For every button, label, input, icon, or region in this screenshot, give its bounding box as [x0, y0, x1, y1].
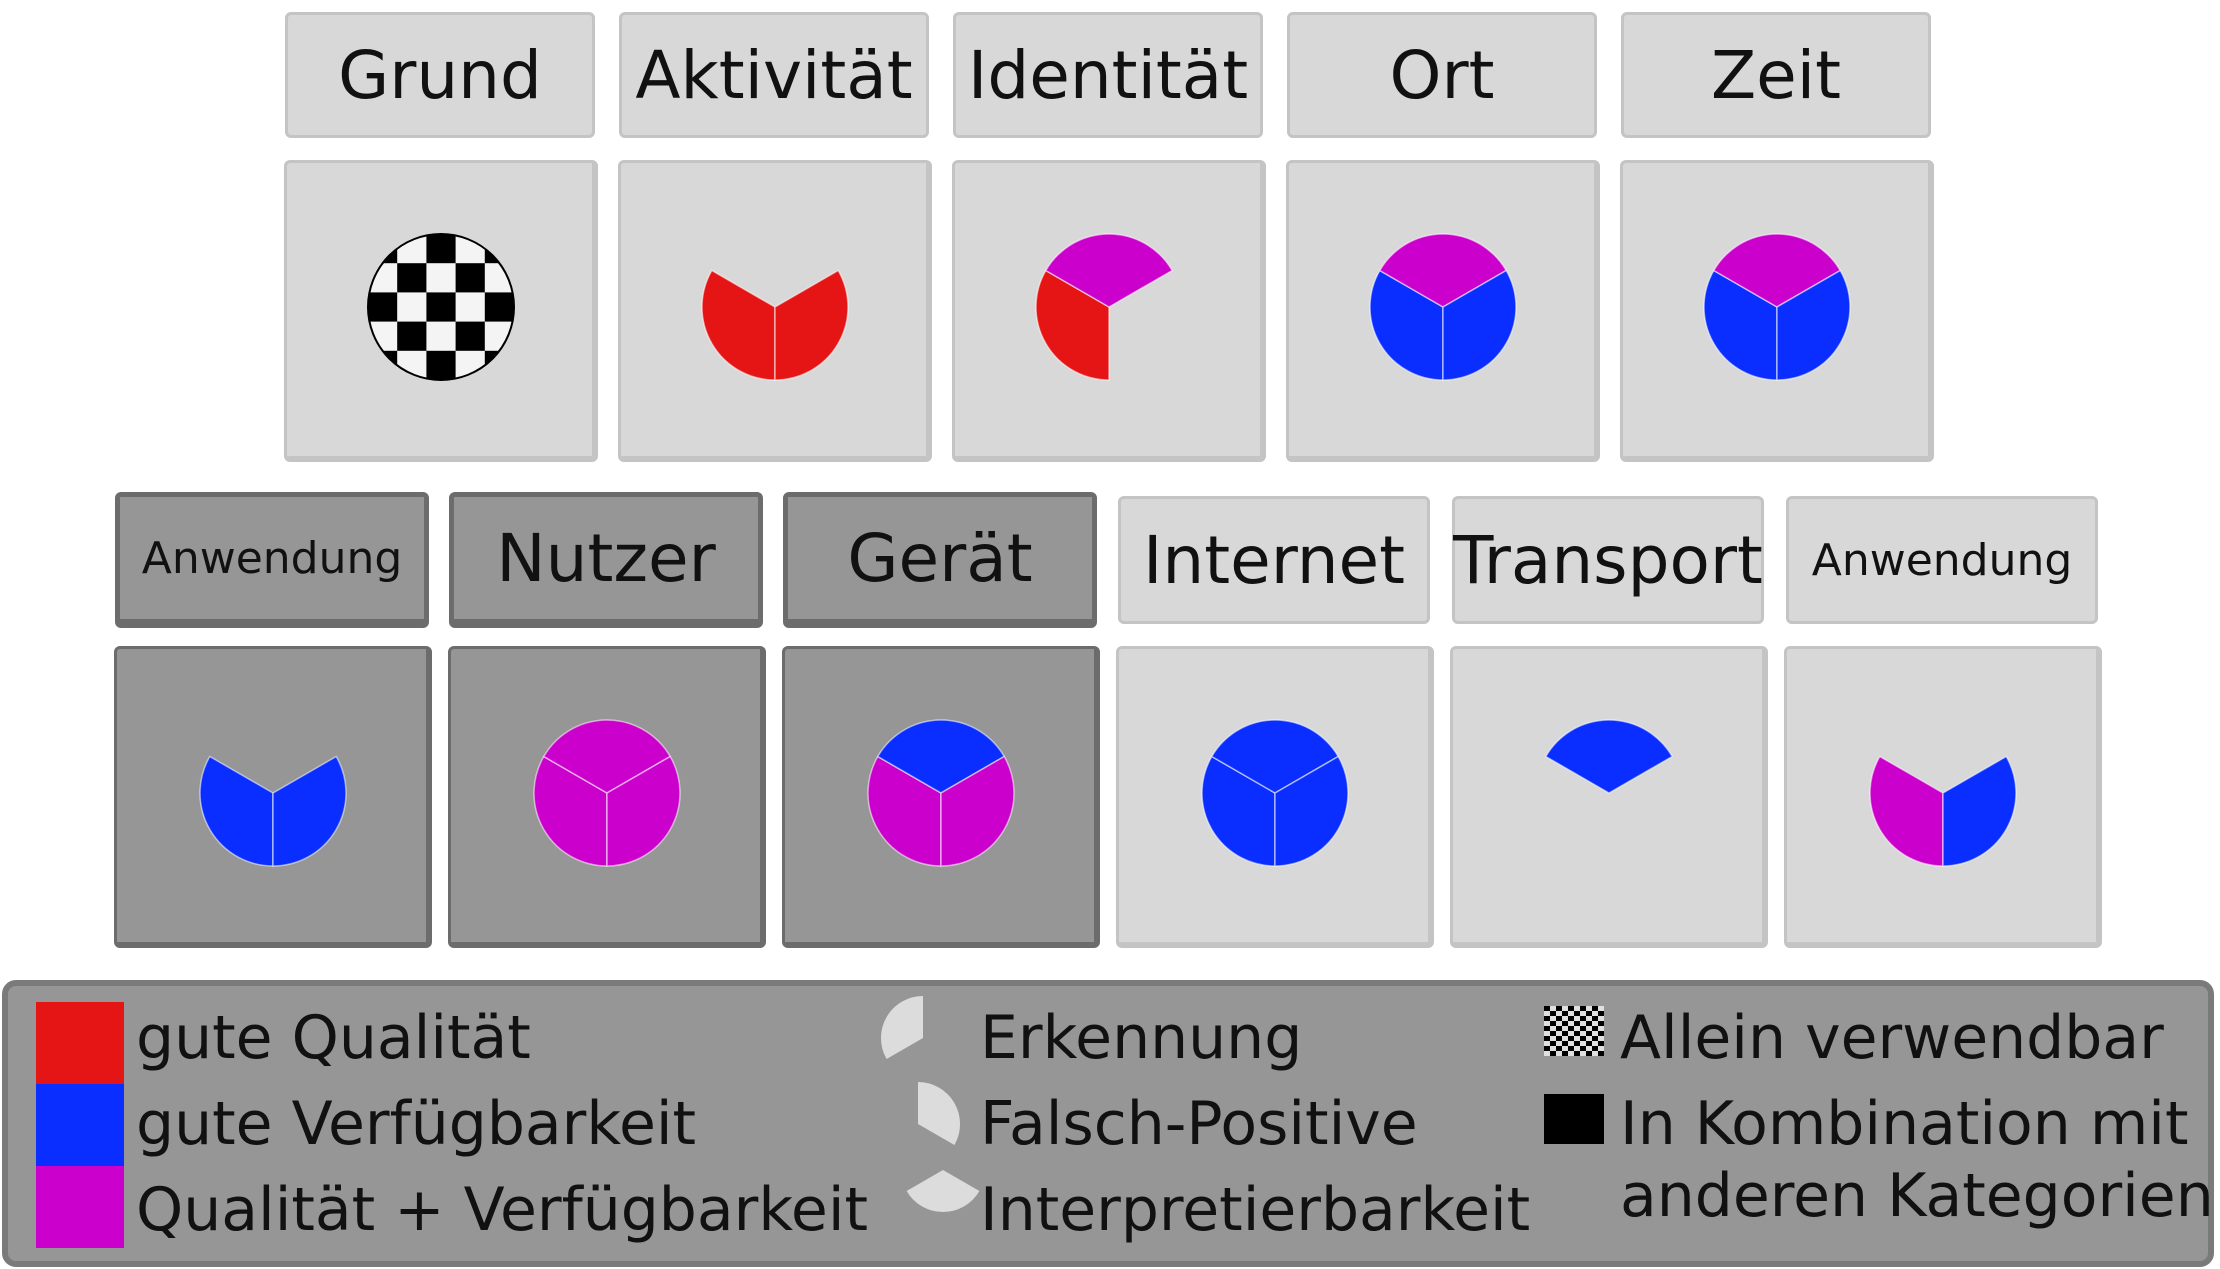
pie-segment-false_positives: [1044, 233, 1174, 308]
pie-segment-interpretability: [774, 269, 849, 381]
pie-internet: [1201, 719, 1349, 867]
checker-swatch-icon: [1544, 1006, 1604, 1056]
category-tile-geraet: [782, 646, 1100, 948]
pie-segment-recognition: [1369, 269, 1444, 381]
legend-label-both: Qualität + Verfügbarkeit: [136, 1175, 869, 1245]
pie-segment-false_positives: [1378, 233, 1508, 308]
pie-zeit: [1703, 233, 1851, 381]
category-label-grund: Grund: [285, 12, 595, 138]
category-tile-anwendung-light: [1784, 646, 2102, 948]
category-label-geraet: Gerät: [783, 492, 1097, 628]
legend-label-combination-1: In Kombination mit: [1620, 1089, 2189, 1159]
category-tile-internet: [1116, 646, 1434, 948]
legend-label-quality: gute Qualität: [136, 1003, 531, 1073]
category-label-transport: Transport: [1452, 496, 1764, 624]
pie-segment-interpretability: [940, 755, 1015, 867]
category-label-ort: Ort: [1287, 12, 1597, 138]
category-label-anwendung-light: Anwendung: [1786, 496, 2098, 624]
legend: gute Qualität gute Verfügbarkeit Qualitä…: [2, 980, 2214, 1267]
pie-segment-recognition: [1703, 269, 1778, 381]
pie-segment-interpretability: [1442, 269, 1517, 381]
pie-aktivitaet: [701, 269, 849, 381]
pie-segment-recognition: [199, 755, 274, 867]
pie-segment-false_positives: [1712, 233, 1842, 308]
swatch-availability: [36, 1084, 124, 1166]
pie-grund: [367, 233, 515, 381]
segment-interpretability-icon: [906, 1170, 980, 1213]
category-label-identitaet: Identität: [953, 12, 1263, 138]
swatch-quality: [36, 1002, 124, 1084]
segment-false-positives-icon: [918, 1082, 961, 1145]
pie-segment-false_positives: [1544, 719, 1674, 794]
category-tile-identitaet: [952, 160, 1266, 462]
checker-outline: [367, 233, 515, 381]
pie-transport: [1544, 719, 1674, 794]
category-tile-grund: [284, 160, 598, 462]
legend-label-availability: gute Verfügbarkeit: [136, 1089, 697, 1159]
pie-segment-interpretability: [1776, 269, 1851, 381]
legend-label-combination-2: anderen Kategorien: [1620, 1161, 2214, 1231]
category-tile-aktivitaet: [618, 160, 932, 462]
pie-segment-recognition: [701, 269, 776, 381]
category-tile-zeit: [1620, 160, 1934, 462]
pie-segment-interpretability: [1274, 755, 1349, 867]
legend-label-recognition: Erkennung: [980, 1003, 1303, 1073]
swatch-combination: [1544, 1094, 1604, 1144]
pie-segment-interpretability: [606, 755, 681, 867]
category-label-aktivitaet: Aktivität: [619, 12, 929, 138]
category-label-nutzer: Nutzer: [449, 492, 763, 628]
legend-label-alone: Allein verwendbar: [1620, 1003, 2164, 1073]
pie-geraet: [867, 719, 1015, 867]
swatch-both: [36, 1166, 124, 1248]
category-tile-ort: [1286, 160, 1600, 462]
pie-identitaet: [1035, 233, 1174, 381]
category-tile-anwendung-dark: [114, 646, 432, 948]
pie-segment-recognition: [1869, 755, 1944, 867]
category-tile-nutzer: [448, 646, 766, 948]
category-label-anwendung-dark: Anwendung: [115, 492, 429, 628]
pie-segment-false_positives: [542, 719, 672, 794]
pie-anwendung-light: [1869, 755, 2017, 867]
category-label-internet: Internet: [1118, 496, 1430, 624]
pie-segment-false_positives: [1210, 719, 1340, 794]
pie-segment-interpretability: [1942, 755, 2017, 867]
legend-label-false-positives: Falsch-Positive: [980, 1089, 1418, 1159]
pie-nutzer: [533, 719, 681, 867]
pie-segment-recognition: [867, 755, 942, 867]
pie-segment-recognition: [533, 755, 608, 867]
pie-segment-interpretability: [272, 755, 347, 867]
pie-ort: [1369, 233, 1517, 381]
category-label-zeit: Zeit: [1621, 12, 1931, 138]
legend-label-interpretability: Interpretierbarkeit: [980, 1175, 1531, 1245]
pie-anwendung-dark: [199, 755, 347, 867]
pie-segment-false_positives: [876, 719, 1006, 794]
pie-segment-recognition: [1201, 755, 1276, 867]
pie-segment-recognition: [1035, 269, 1110, 381]
segment-recognition-icon: [880, 996, 923, 1059]
category-tile-transport: [1450, 646, 1768, 948]
